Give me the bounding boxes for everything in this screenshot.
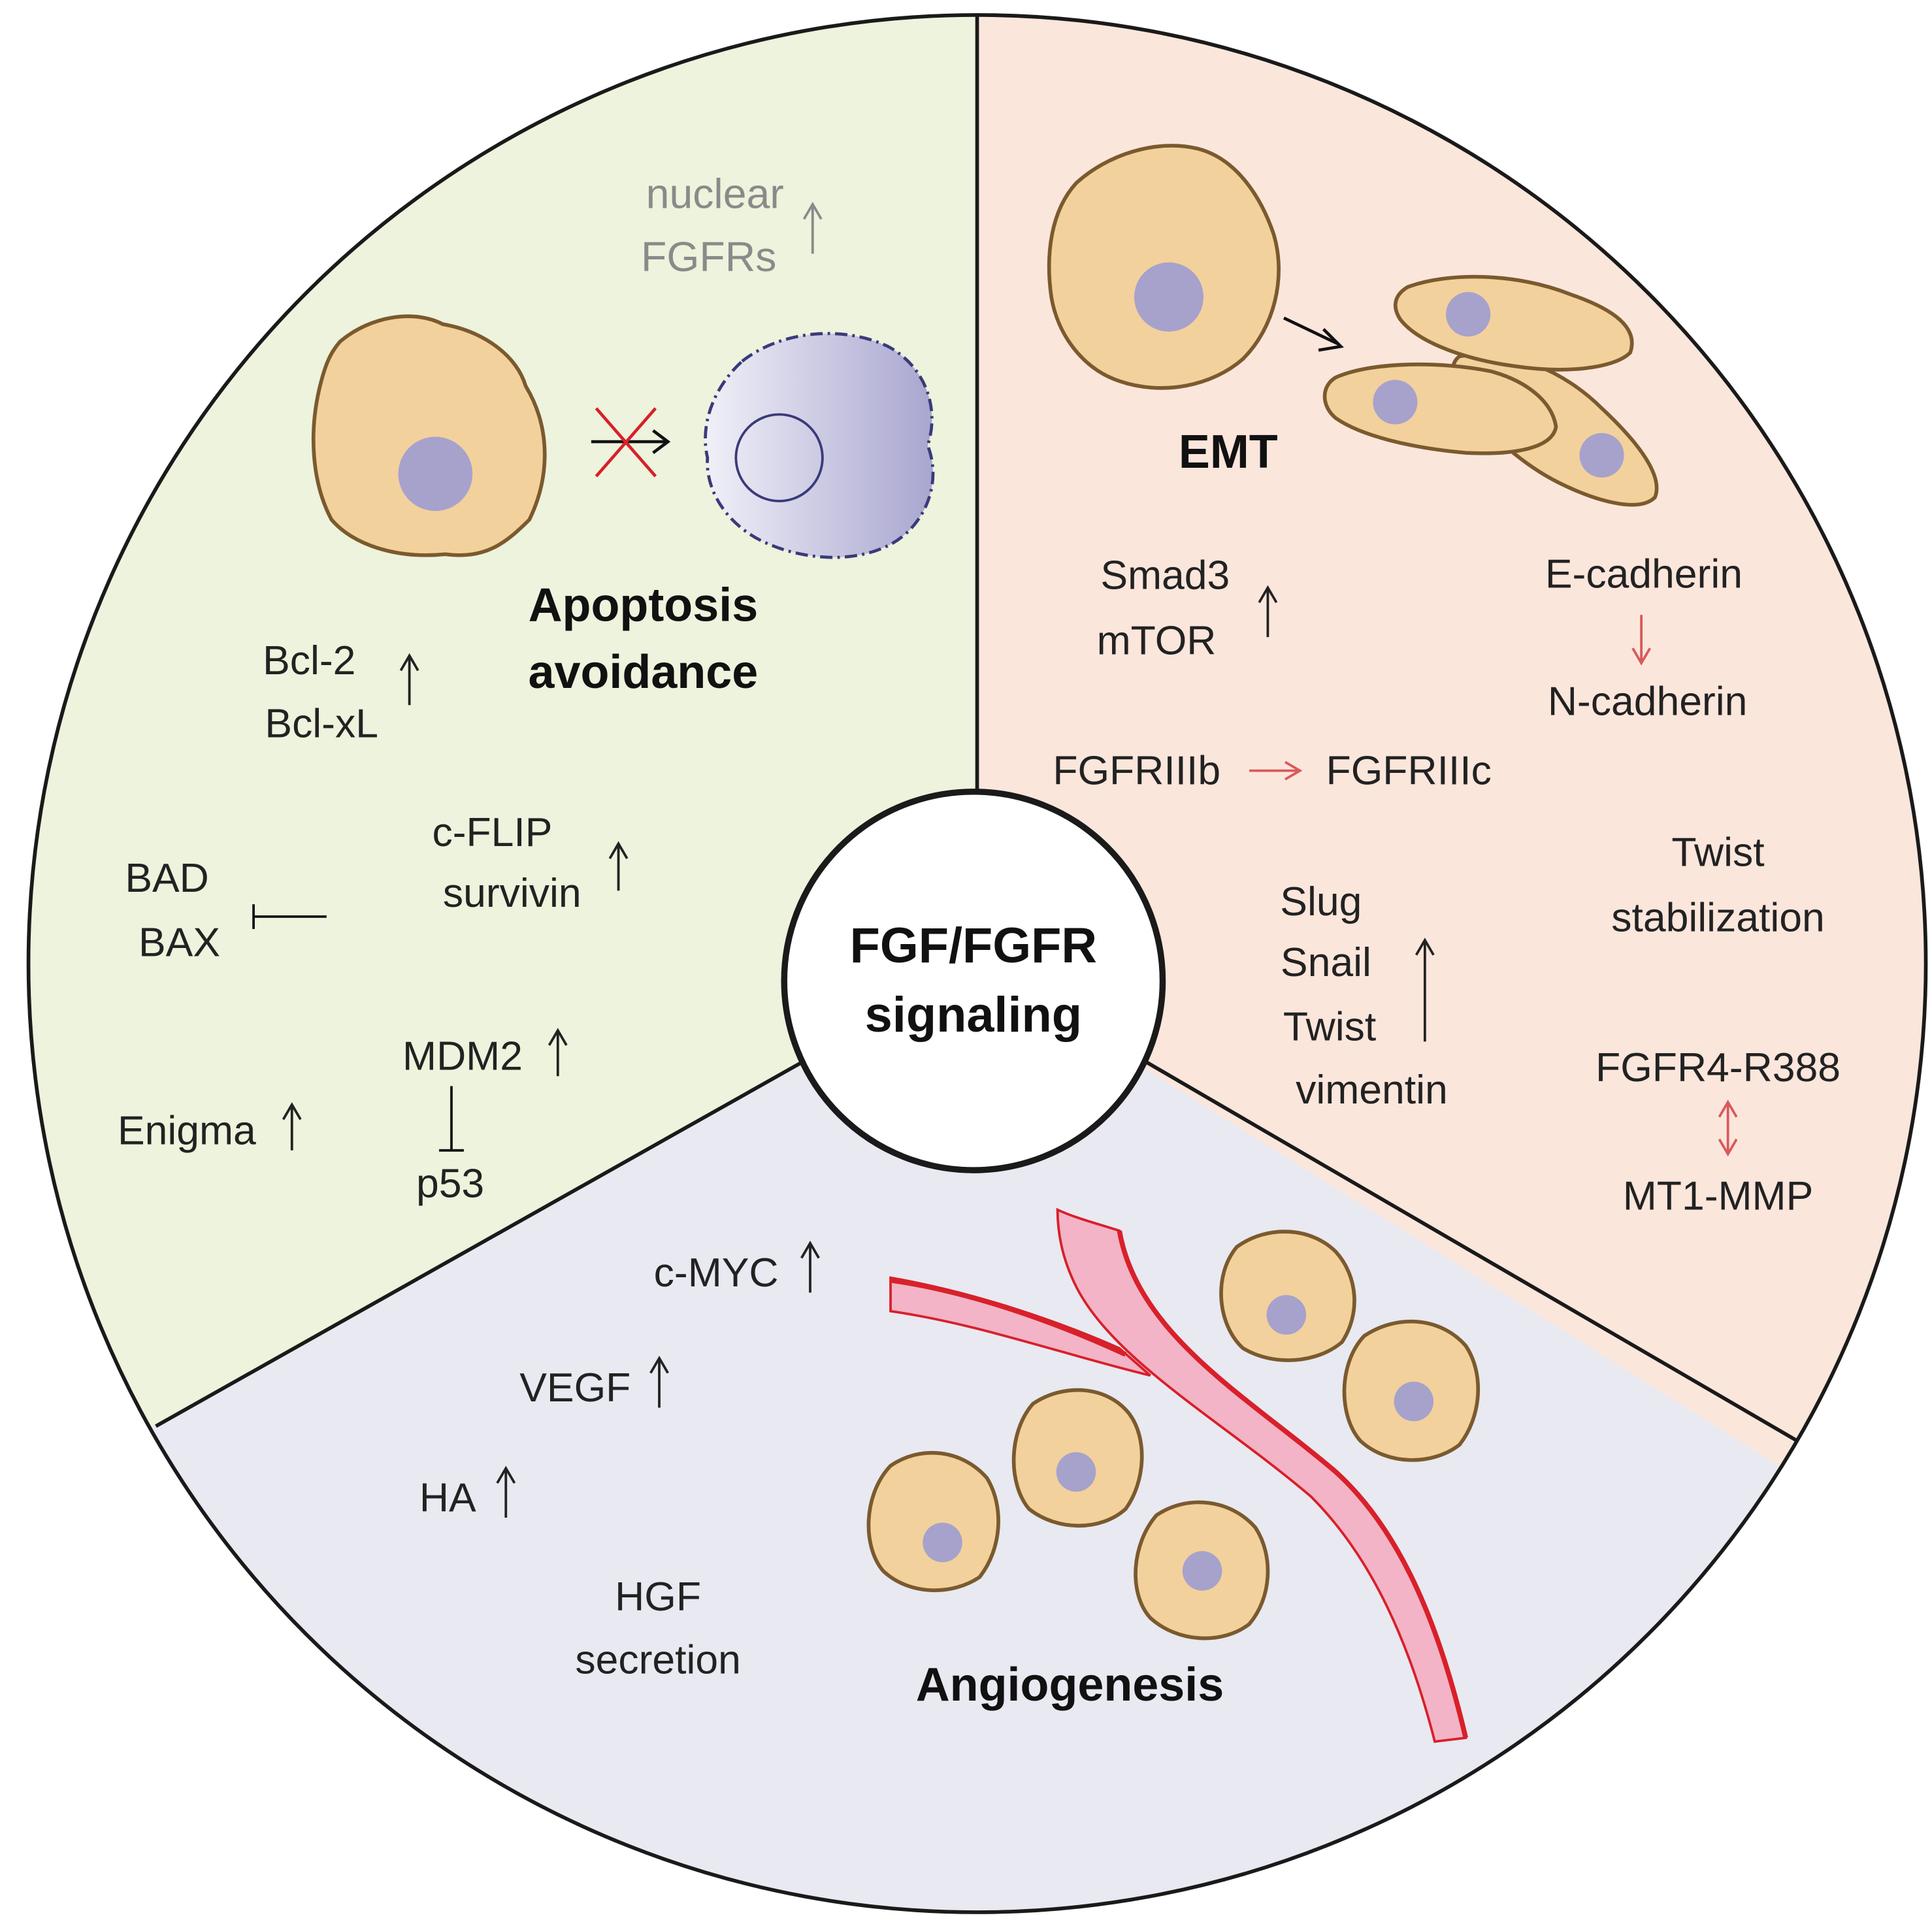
tumor-cell-4 [866,1450,1000,1592]
ha-up-arrow [496,1465,516,1518]
slug-label: Slug [1280,879,1362,924]
mdm2-label: MDM2 [402,1034,523,1079]
tumor-cell-3-nucleus [1056,1452,1096,1492]
cmyc-up-arrow [800,1241,820,1293]
apoptotic-cell-nucleus [734,413,824,502]
nuclear-up-arrow [802,201,823,254]
center-title-line2: signaling [865,987,1082,1043]
mdm2-p53-inhibition [439,1086,464,1152]
tumor-cell-4-nucleus [923,1522,962,1563]
twist-stabilization-line1: Twist [1671,829,1764,875]
bcl-up-arrow [399,653,419,706]
epithelial-cell-nucleus [1134,262,1203,332]
vegf-up-arrow [649,1356,669,1408]
fgfr3b-label: FGFRIIIb [1053,747,1220,793]
p53-label: p53 [416,1161,484,1207]
emt-illustration [1047,144,1659,507]
angiogenesis-cells [866,1230,1481,1640]
twist-label: Twist [1283,1004,1376,1049]
mesenchymal-nucleus-bottom-right [1579,433,1624,478]
outer-circle [26,13,1928,1914]
emt-title: EMT [1179,426,1278,478]
fgfr3c-label: FGFRIIIc [1326,747,1492,793]
bad-label: BAD [125,855,208,901]
center-circle [781,789,1166,1173]
mtor-label: mTOR [1097,618,1217,664]
tumor-cell-5-nucleus [1182,1551,1222,1591]
emt-sector [977,14,1926,1522]
snail-label: Snail [1281,939,1371,985]
bcl2-label: Bcl-2 [263,638,355,683]
emt-labels: EMT Smad3 mTOR E-cadherin N-cadherin FGF… [1053,426,1841,1219]
vessel-wall-upper [890,1277,1127,1357]
cflip-label: c-FLIP [432,809,552,855]
ecadherin-label: E-cadherin [1545,551,1743,596]
smad3-label: Smad3 [1100,552,1230,598]
healthy-cell [311,314,547,557]
emt-arrow [1283,316,1345,352]
apoptosis-labels: nuclear FGFRs Apoptosis avoidance Bcl-2 … [118,170,823,1207]
angiogenesis-title: Angiogenesis [916,1659,1224,1711]
fgfrs-label: FGFRs [641,233,776,280]
vimentin-label: vimentin [1296,1067,1448,1113]
blood-vessel [889,1207,1468,1743]
apoptosis-illustration [311,314,935,559]
blocked-arrow [591,407,671,478]
center-title-line1: FGF/FGFR [850,918,1098,973]
angiogenesis-labels: c-MYC VEGF HA HGF secretion Angiogenesis [419,1241,1224,1711]
isoform-switch-arrow [1249,760,1303,781]
hgf-label: HGF [615,1574,701,1620]
cadherin-switch-arrow [1631,615,1652,666]
cflip-up-arrow [608,841,629,891]
bad-bax-inhibition [252,904,327,929]
twist-stabilization-line2: stabilization [1611,895,1824,941]
nuclear-label: nuclear [646,170,784,217]
survivin-label: survivin [443,870,581,916]
healthy-cell-nucleus [398,436,473,512]
center-hub: FGF/FGFR signaling [781,789,1166,1173]
apoptotic-cell [704,332,935,559]
fgfr4-mmp-bidirectional-arrow [1718,1100,1738,1157]
bclxl-label: Bcl-xL [265,701,378,747]
mt1mmp-label: MT1-MMP [1623,1173,1813,1219]
mdm2-up-arrow [548,1028,568,1077]
transcription-factors-up-arrow [1415,938,1435,1042]
enigma-label: Enigma [118,1107,256,1153]
fgfr4-label: FGFR4-R388 [1596,1045,1841,1090]
smad3-up-arrow [1258,585,1278,638]
cmyc-label: c-MYC [654,1250,779,1296]
secretion-label: secretion [575,1637,740,1683]
vessel-wall-right [1117,1230,1468,1738]
tumor-cell-2-nucleus [1394,1381,1434,1422]
mesenchymal-nucleus-top [1446,292,1491,337]
vegf-label: VEGF [519,1365,630,1411]
ha-label: HA [419,1475,476,1521]
mesenchymal-nucleus-left [1373,380,1418,425]
ncadherin-label: N-cadherin [1548,678,1748,724]
bax-label: BAX [139,920,220,966]
tumor-cell-1-nucleus [1266,1295,1307,1335]
enigma-up-arrow [282,1102,302,1151]
apoptosis-title-line2: avoidance [529,646,759,698]
apoptosis-title-line1: Apoptosis [529,579,759,632]
